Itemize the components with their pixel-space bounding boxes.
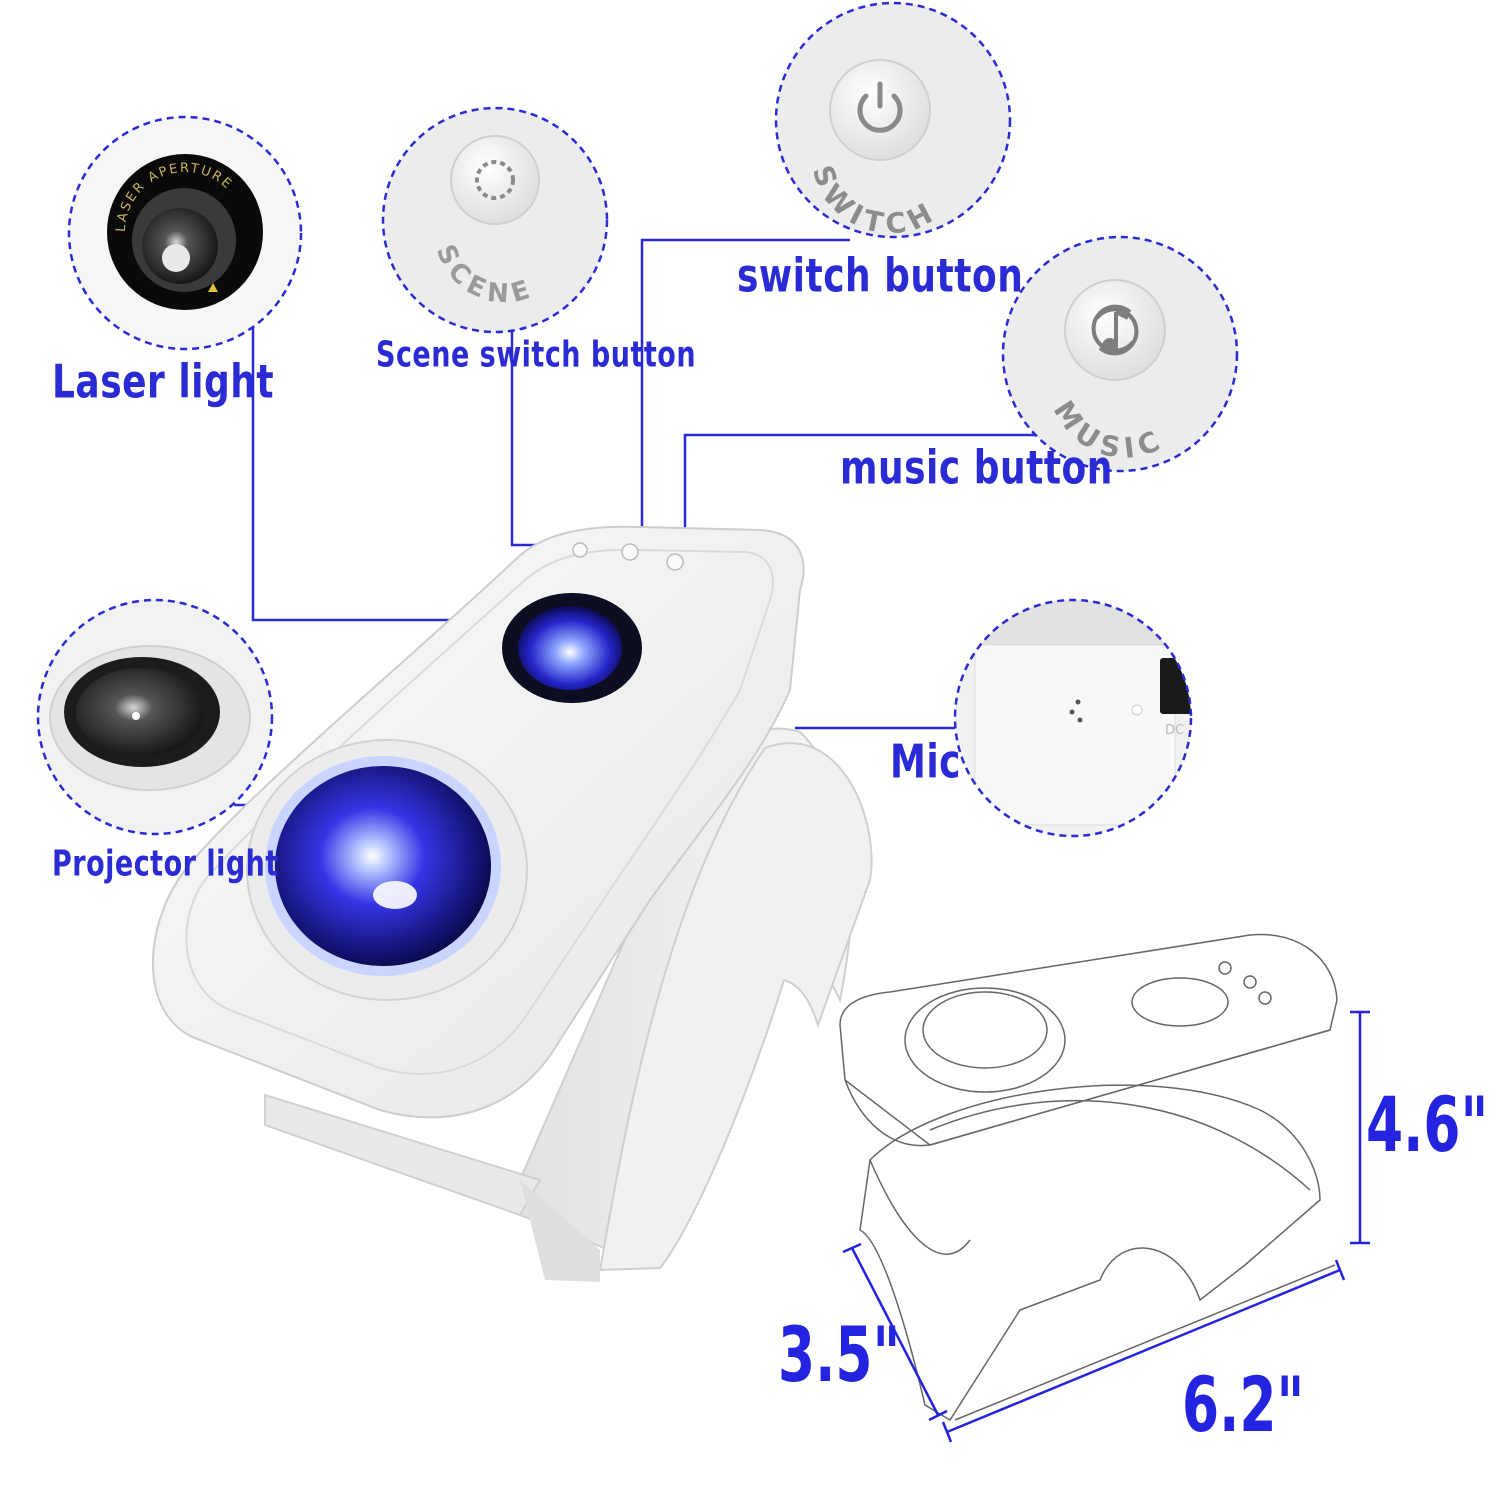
scene-dots-icon xyxy=(475,160,515,200)
dimension-lines xyxy=(842,1010,1370,1443)
zoom-laser-aperture: LASER APERTURE xyxy=(67,115,303,351)
zoom-music-button: MUSIC xyxy=(1001,235,1239,473)
depth-dimension: 3.5" xyxy=(778,1310,901,1399)
zoom-switch-button: SWITCH xyxy=(774,1,1012,239)
line-drawing xyxy=(839,933,1338,1422)
power-icon xyxy=(857,81,903,133)
laser-light-label: Laser light xyxy=(52,356,275,409)
music-note-icon xyxy=(1091,304,1139,356)
mic-label: Mic xyxy=(890,736,961,789)
zoom-projector-lens xyxy=(36,598,274,836)
switch-button-label: switch button xyxy=(737,250,1024,303)
music-button-label: music button xyxy=(840,442,1113,495)
height-dimension: 4.6" xyxy=(1366,1080,1489,1169)
zoom-mic: DC xyxy=(953,598,1193,838)
projector-light-label: Projector light xyxy=(52,843,279,885)
projector-device xyxy=(152,525,873,1282)
width-dimension: 6.2" xyxy=(1182,1360,1305,1449)
zoom-scene-button: SCENE xyxy=(381,106,609,334)
dc-print: DC xyxy=(1165,723,1184,738)
scene-switch-button-label: Scene switch button xyxy=(376,334,697,376)
